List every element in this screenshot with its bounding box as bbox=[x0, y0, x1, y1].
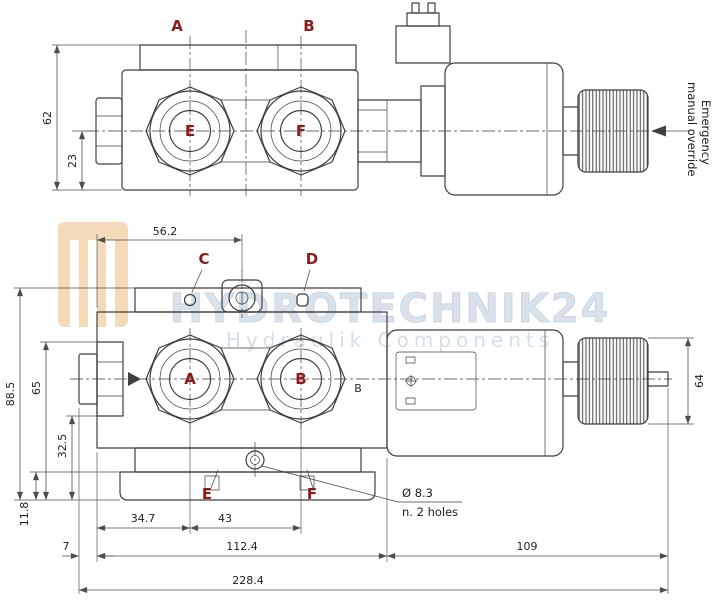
port-label-a-top: A bbox=[171, 17, 183, 35]
port-label-a: A bbox=[184, 370, 196, 388]
dim-text-62: 62 bbox=[41, 111, 54, 125]
watermark-logo-stripe bbox=[106, 240, 115, 327]
port-label-b-top: B bbox=[303, 17, 314, 35]
watermark-logo-icon bbox=[58, 222, 128, 327]
emergency-label-line2: manual override bbox=[685, 82, 699, 176]
port-label-e: E bbox=[202, 485, 212, 503]
top-view-tube-detail bbox=[357, 99, 388, 163]
bottom-view-centerlines-vertical bbox=[189, 270, 302, 478]
top-view-coil bbox=[444, 62, 564, 196]
top-view-connector-step bbox=[406, 12, 440, 27]
top-view: A B E F bbox=[86, 2, 652, 196]
dim-text-56-2: 56.2 bbox=[153, 225, 178, 238]
dim-text-11-8: 11.8 bbox=[18, 502, 31, 527]
dim-text-65: 65 bbox=[30, 381, 43, 395]
watermark-brand-text: HYDROTECHNIK24 bbox=[170, 286, 611, 332]
dim-text-112-4: 112.4 bbox=[226, 540, 258, 553]
hole-count-text: n. 2 holes bbox=[402, 505, 458, 519]
port-label-f-top: F bbox=[296, 122, 306, 140]
top-view-boss-bridge bbox=[220, 99, 271, 163]
bottom-view-mounting-flange bbox=[119, 471, 376, 501]
symbol-crosshair-lines bbox=[404, 374, 418, 388]
dim-text-32-5: 32.5 bbox=[56, 434, 69, 459]
top-view-connector-pin bbox=[427, 2, 436, 14]
bottom-view-slot-d bbox=[296, 293, 309, 307]
dim-text-88-5: 88.5 bbox=[4, 382, 17, 407]
port-label-f: F bbox=[307, 485, 317, 503]
dim-text-43: 43 bbox=[218, 512, 232, 525]
port-label-e-top: E bbox=[185, 122, 195, 140]
body-stamp-b: B bbox=[354, 382, 362, 395]
top-view-connector-pin bbox=[411, 2, 420, 14]
top-view-dimensions: 62 23 bbox=[41, 44, 140, 191]
port-label-leaders bbox=[191, 269, 314, 489]
dim-text-23: 23 bbox=[66, 154, 79, 168]
top-view-body bbox=[121, 69, 359, 191]
hole-note-leader bbox=[261, 465, 463, 503]
watermark: HYDROTECHNIK24 Hydraulik Components bbox=[58, 222, 611, 352]
bottom-view-dimensions: 56.2 88.5 65 32.5 11.8 34.7 43 7 112.4 1… bbox=[4, 225, 706, 594]
port-label-c: C bbox=[198, 250, 209, 268]
bottom-view-hex-lines bbox=[96, 361, 124, 397]
bottom-view: C D A B E F B bbox=[70, 250, 672, 503]
dim-text-109: 109 bbox=[517, 540, 538, 553]
watermark-logo-stripe bbox=[88, 240, 97, 327]
port-label-b: B bbox=[295, 370, 306, 388]
bottom-view-foot-e bbox=[204, 475, 220, 491]
watermark-logo-stripe bbox=[70, 240, 79, 327]
bottom-view-boss-bridge bbox=[220, 347, 271, 411]
top-view-end-plug-lines bbox=[95, 115, 123, 147]
dim-text-7: 7 bbox=[63, 540, 70, 553]
annotations: Emergency manual override Ø 8.3 n. 2 hol… bbox=[261, 82, 713, 519]
dim-text-64: 64 bbox=[693, 374, 706, 388]
emergency-arrow-icon bbox=[651, 125, 666, 137]
top-view-connector bbox=[395, 25, 451, 64]
bottom-view-foot-f bbox=[299, 475, 315, 491]
dim-text-228-4: 228.4 bbox=[232, 574, 264, 587]
bottom-view-hole-c bbox=[183, 293, 197, 307]
hole-diameter-text: Ø 8.3 bbox=[402, 486, 433, 500]
symbol-mark-top bbox=[405, 356, 416, 364]
flow-direction-icon bbox=[128, 372, 141, 386]
bottom-view-knurled-knob bbox=[577, 337, 649, 425]
top-view-top-plate bbox=[139, 44, 357, 71]
emergency-label-line1: Emergency bbox=[699, 100, 713, 165]
bottom-view-label-plate bbox=[395, 351, 477, 411]
symbol-mark-bottom bbox=[405, 397, 416, 405]
port-label-d: D bbox=[306, 250, 318, 268]
dim-text-34-7: 34.7 bbox=[131, 512, 156, 525]
bottom-view-bottom-plate bbox=[134, 447, 362, 473]
